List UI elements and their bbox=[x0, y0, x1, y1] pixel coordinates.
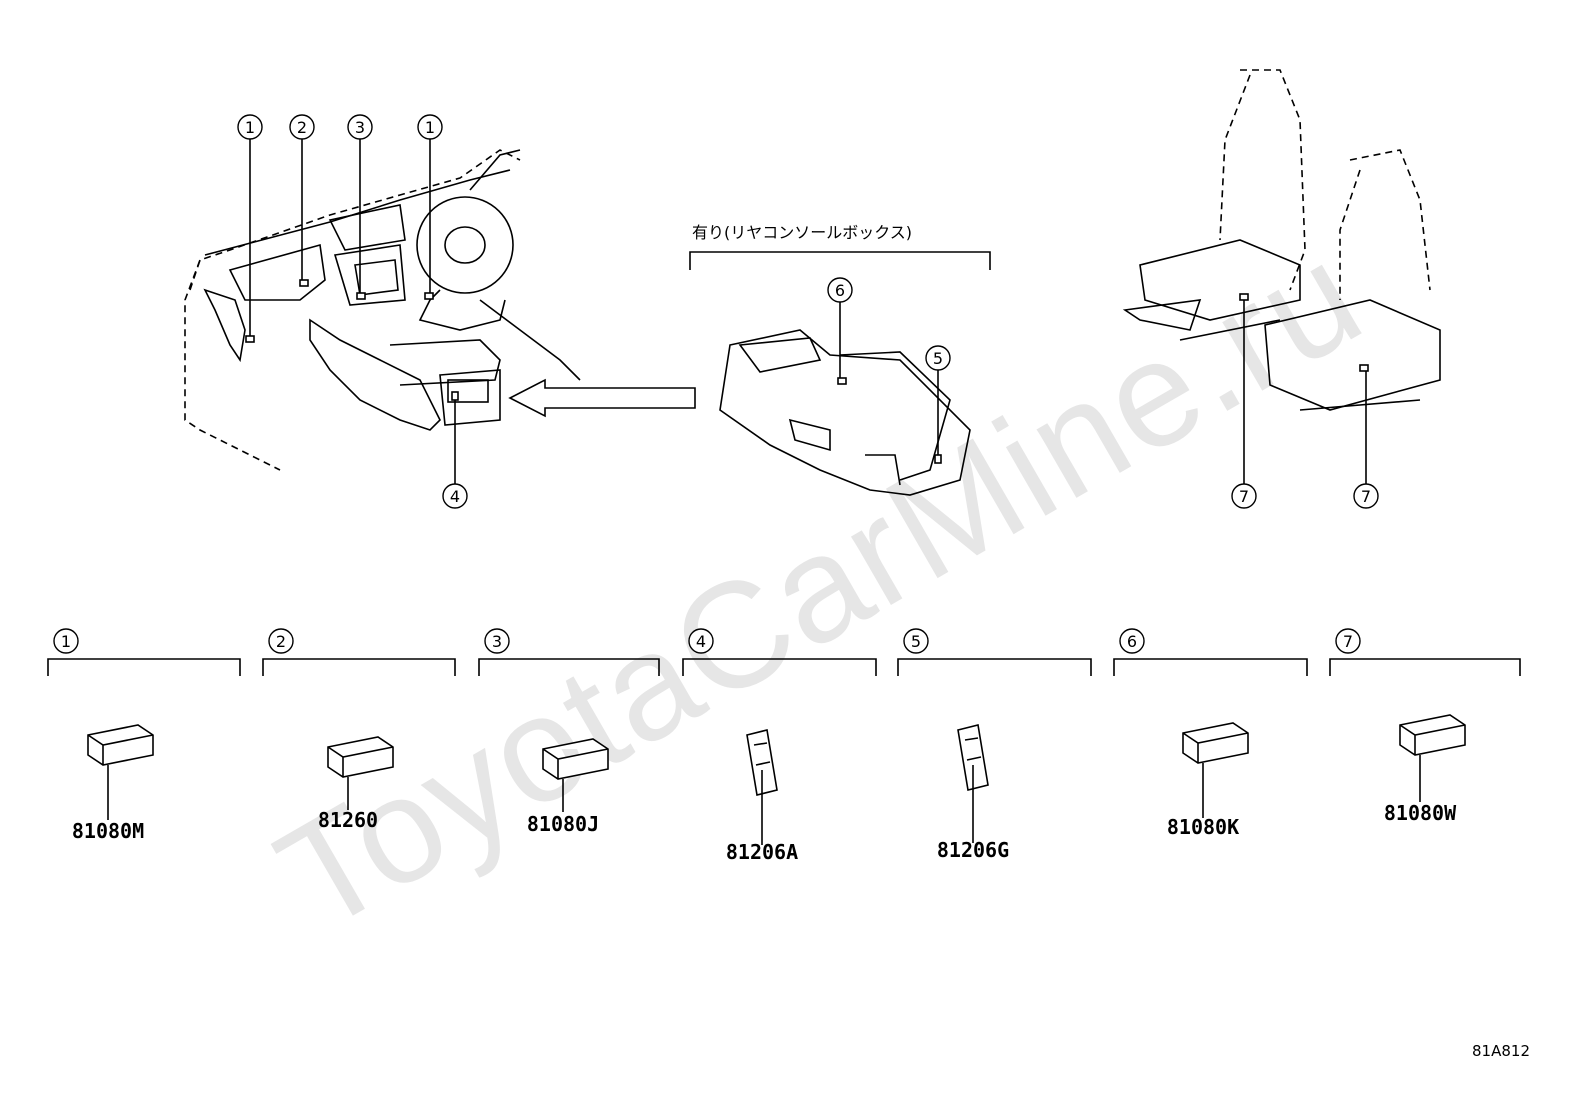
part-group-3: 3 81080J bbox=[478, 628, 660, 836]
dashboard-illustration bbox=[184, 149, 581, 471]
part-bracket bbox=[897, 658, 1092, 676]
part-bracket bbox=[478, 658, 660, 676]
connector-icon bbox=[1182, 722, 1249, 764]
part-bracket bbox=[262, 658, 456, 676]
svg-text:1: 1 bbox=[425, 118, 435, 137]
svg-text:7: 7 bbox=[1239, 487, 1249, 506]
part-number-label: 81080W bbox=[1384, 801, 1457, 825]
callout-6: 6 bbox=[827, 277, 853, 303]
callout-5: 5 bbox=[925, 345, 951, 371]
part-number-label: 81080K bbox=[1167, 815, 1239, 839]
rear-console-caption: 有り(リヤコンソールボックス) bbox=[692, 223, 912, 242]
callout-7b: 7 bbox=[1353, 483, 1379, 509]
connector-icon bbox=[542, 738, 609, 780]
part-number: 3 bbox=[492, 632, 502, 651]
callout-7a: 7 bbox=[1231, 483, 1257, 509]
callout-1b: 1 bbox=[417, 114, 443, 140]
connector-icon bbox=[1399, 714, 1466, 756]
svg-text:3: 3 bbox=[355, 118, 365, 137]
svg-text:2: 2 bbox=[297, 118, 307, 137]
part-group-4: 4 81206A bbox=[682, 628, 877, 864]
part-bracket bbox=[1329, 658, 1521, 676]
part-bracket bbox=[682, 658, 877, 676]
part-number-circle bbox=[1119, 628, 1145, 654]
callout-4: 4 bbox=[442, 483, 468, 509]
part-number: 1 bbox=[61, 632, 71, 651]
connector-icon bbox=[957, 724, 989, 791]
part-number: 7 bbox=[1343, 632, 1353, 651]
part-number-circle bbox=[53, 628, 79, 654]
connector-icon bbox=[746, 729, 778, 796]
part-number-label: 81260 bbox=[318, 808, 378, 832]
part-group-2: 2 81260 bbox=[262, 628, 456, 832]
diagram-code: 81A812 bbox=[1472, 1042, 1530, 1060]
part-number-circle bbox=[688, 628, 714, 654]
part-bracket bbox=[47, 658, 241, 676]
part-number-label: 81206A bbox=[726, 840, 798, 864]
part-bracket bbox=[1113, 658, 1308, 676]
part-number: 5 bbox=[911, 632, 921, 651]
seats-illustration bbox=[1122, 69, 1441, 411]
part-group-5: 5 81206G bbox=[897, 628, 1092, 862]
part-number-label: 81206G bbox=[937, 838, 1009, 862]
parts-row: 1 81080M 2 81260 3 81080J 4 81206A 5 81206G 6 81080… bbox=[47, 628, 1521, 864]
part-number: 6 bbox=[1127, 632, 1137, 651]
part-group-7: 7 81080W bbox=[1329, 628, 1521, 825]
svg-text:7: 7 bbox=[1361, 487, 1371, 506]
part-number-circle bbox=[903, 628, 929, 654]
svg-text:4: 4 bbox=[450, 487, 460, 506]
callout-lines bbox=[249, 139, 1367, 484]
connector-icon bbox=[327, 736, 394, 778]
callout-2: 2 bbox=[289, 114, 315, 140]
part-group-6: 6 81080K bbox=[1113, 628, 1308, 839]
part-number: 2 bbox=[276, 632, 286, 651]
part-group-1: 1 81080M bbox=[47, 628, 241, 843]
callout-3: 3 bbox=[347, 114, 373, 140]
part-number-circle bbox=[1335, 628, 1361, 654]
svg-text:6: 6 bbox=[835, 281, 845, 300]
arrow-right-icon bbox=[508, 378, 696, 418]
connector-icon bbox=[87, 724, 154, 766]
svg-text:1: 1 bbox=[245, 118, 255, 137]
part-number-label: 81080J bbox=[527, 812, 599, 836]
callout-1a: 1 bbox=[237, 114, 263, 140]
part-number: 4 bbox=[696, 632, 706, 651]
part-number-circle bbox=[484, 628, 510, 654]
part-number-label: 81080M bbox=[72, 819, 144, 843]
svg-text:5: 5 bbox=[933, 349, 943, 368]
part-number-circle bbox=[268, 628, 294, 654]
